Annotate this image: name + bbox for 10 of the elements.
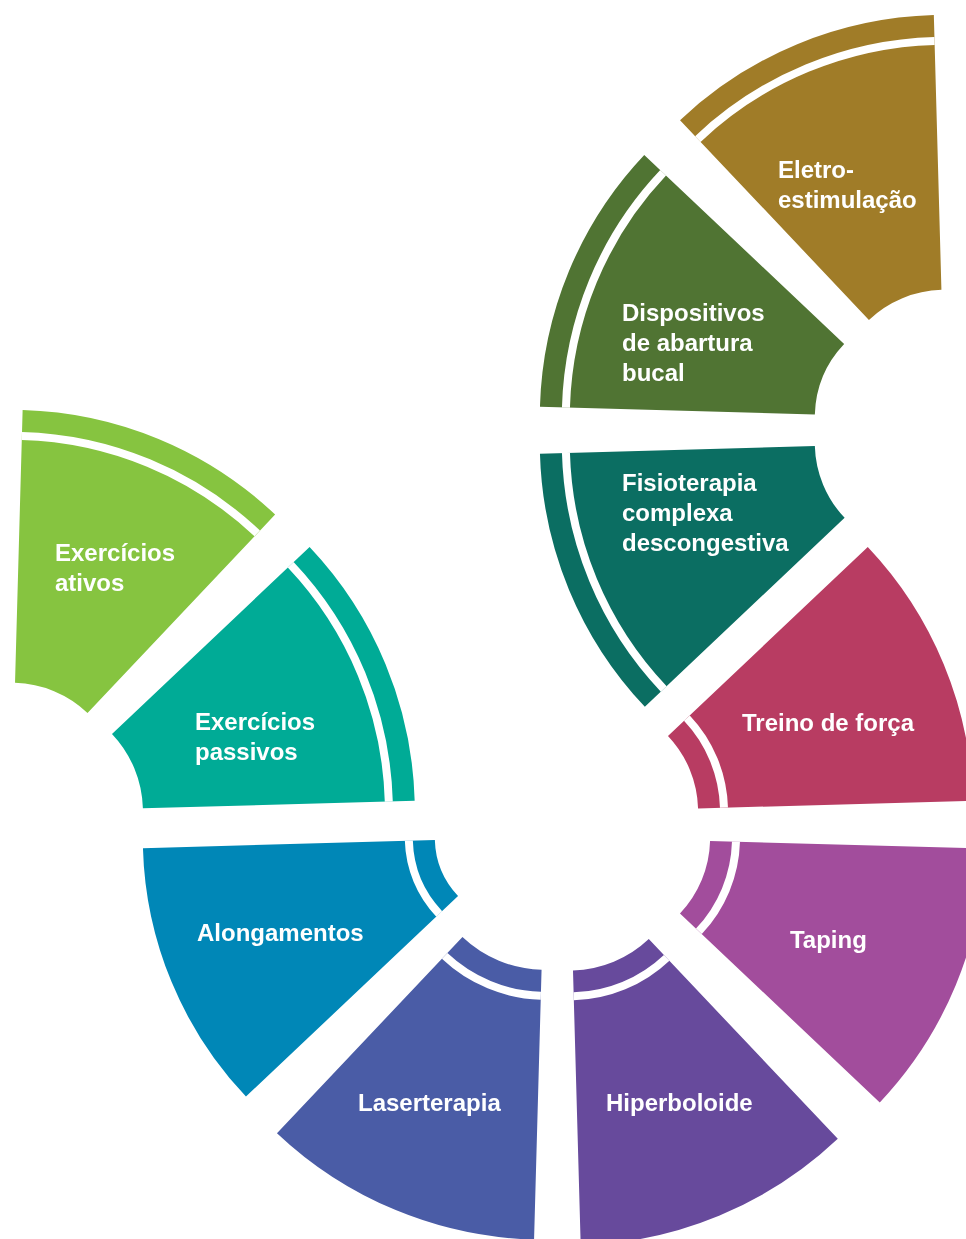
segment-label: Laserterapia <box>358 1088 502 1118</box>
segment-label: Taping <box>790 925 868 955</box>
segment-label: Fisioterapia complexa descongestiva <box>622 468 790 558</box>
segment-label: Dispositivos de abartura bucal <box>622 298 766 388</box>
segment-label: Eletro- estimulação <box>778 155 918 215</box>
segment-label: Exercícios passivos <box>195 707 317 767</box>
segment-label: Treino de força <box>742 708 916 738</box>
segment-label: Exercícios ativos <box>55 538 177 598</box>
segment-label: Alongamentos <box>197 918 365 948</box>
segment-label: Hiperboloide <box>606 1088 754 1118</box>
